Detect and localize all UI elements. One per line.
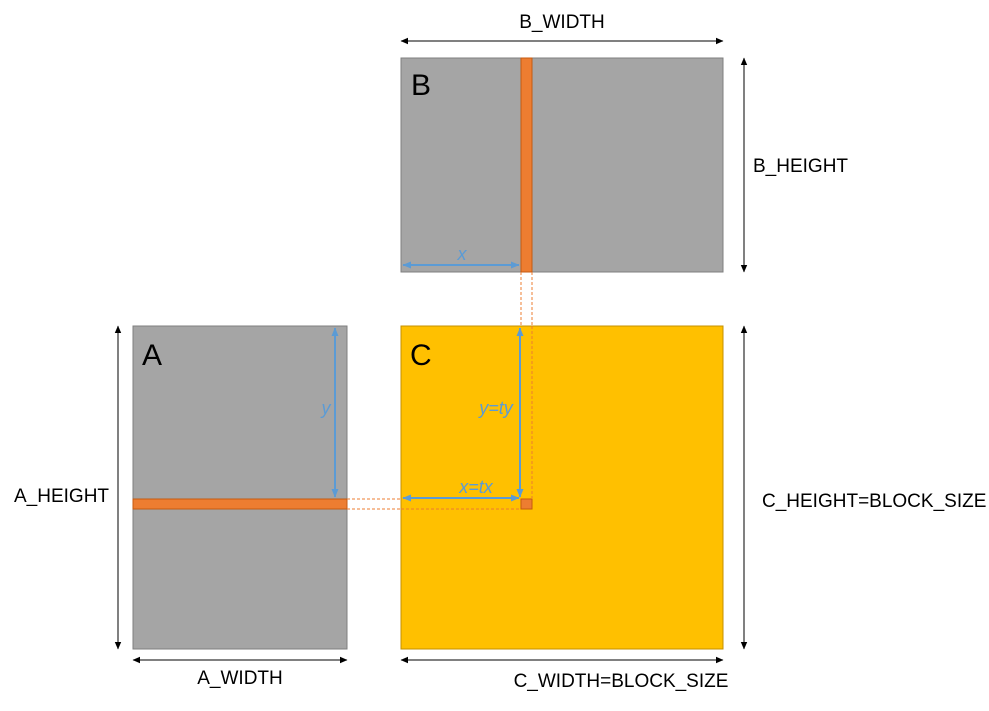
matrix-b-highlight-column [520,57,533,273]
a-y-label: y [320,398,332,418]
matrix-b-body [400,57,724,273]
matrix-a-letter: A [142,339,162,372]
c-height-label: C_HEIGHT=BLOCK_SIZE [762,491,986,512]
a-height-label: A_HEIGHT [14,486,109,507]
matrix-a-body [132,325,348,650]
matrix-a: A [132,325,348,650]
b-height-label: B_HEIGHT [753,156,848,177]
index-arrows [331,261,524,502]
matrix-c: C [400,325,724,650]
a-width-label: A_WIDTH [197,668,283,689]
matrix-c-highlight-cell [520,498,533,510]
matrix-a-highlight-row [132,498,348,510]
matrix-b: B [400,57,724,273]
c-x-label: x=tx [458,477,494,497]
projection-guides [347,272,533,510]
matrix-c-letter: C [410,339,432,372]
matrix-b-letter: B [411,69,431,102]
b-x-label: x [457,244,468,264]
matrix-c-body [400,325,724,650]
dimension-arrows [114,37,748,664]
c-width-label: C_WIDTH=BLOCK_SIZE [514,671,729,692]
c-y-label: y=ty [477,398,514,418]
index-labels: x y y=ty x=tx [320,244,514,497]
b-width-label: B_WIDTH [519,12,605,33]
